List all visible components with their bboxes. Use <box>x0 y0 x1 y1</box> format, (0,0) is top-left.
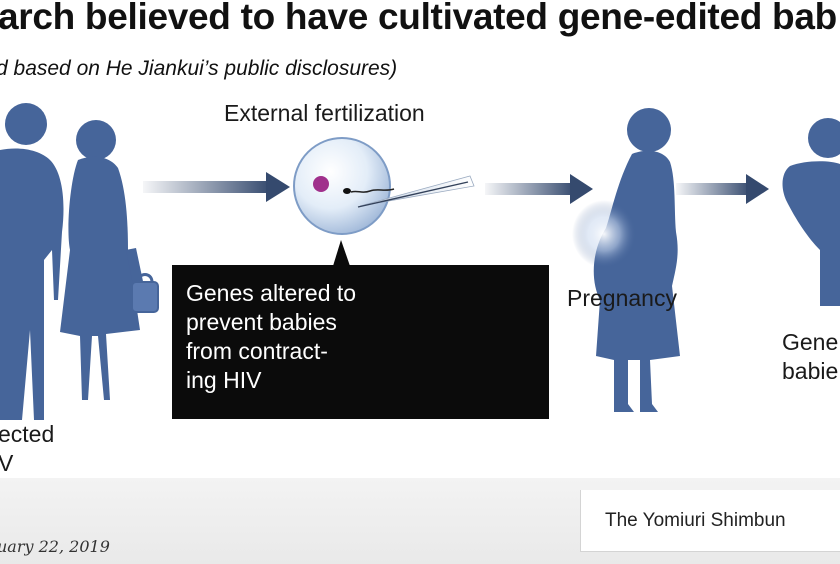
genes-info-line: prevent babies <box>186 309 337 335</box>
flow-arrow-1 <box>143 172 290 202</box>
needle-icon <box>357 175 475 208</box>
pointer-triangle <box>333 240 350 266</box>
baby-silhouette <box>782 118 840 306</box>
label-hiv-line: V <box>0 450 14 476</box>
label-infected-line: ected <box>0 421 55 447</box>
label-gene-line: Gene <box>782 329 839 355</box>
flow-arrow-3 <box>676 174 769 204</box>
handbag-icon <box>131 273 159 313</box>
label-babies-line: babie <box>782 358 839 384</box>
genes-info-line: from contract- <box>186 338 328 364</box>
genes-info-text: Genes altered to prevent babies from con… <box>186 279 356 395</box>
womb-glow <box>572 200 636 268</box>
credit-text: The Yomiuri Shimbun <box>605 510 786 531</box>
label-infected: ected V <box>0 420 54 478</box>
label-external-fertilization: External fertilization <box>224 100 425 126</box>
couple-silhouette <box>0 103 144 420</box>
sperm-icon <box>343 188 395 194</box>
publish-date: uary 22, 2019 <box>0 537 110 556</box>
flow-arrow-2 <box>485 174 593 204</box>
genes-info-line: ing HIV <box>186 367 262 393</box>
egg-cell <box>293 137 391 235</box>
label-pregnancy: Pregnancy <box>567 285 677 311</box>
genes-info-line: Genes altered to <box>186 280 357 306</box>
diagram-title: arch believed to have cultivated gene-ed… <box>0 0 837 37</box>
diagram-subtitle: d based on He Jiankui’s public disclosur… <box>0 57 398 80</box>
credit-box <box>580 490 840 552</box>
label-gene-edited-babies: Gene babie <box>782 328 838 386</box>
genes-info-box <box>172 265 549 419</box>
